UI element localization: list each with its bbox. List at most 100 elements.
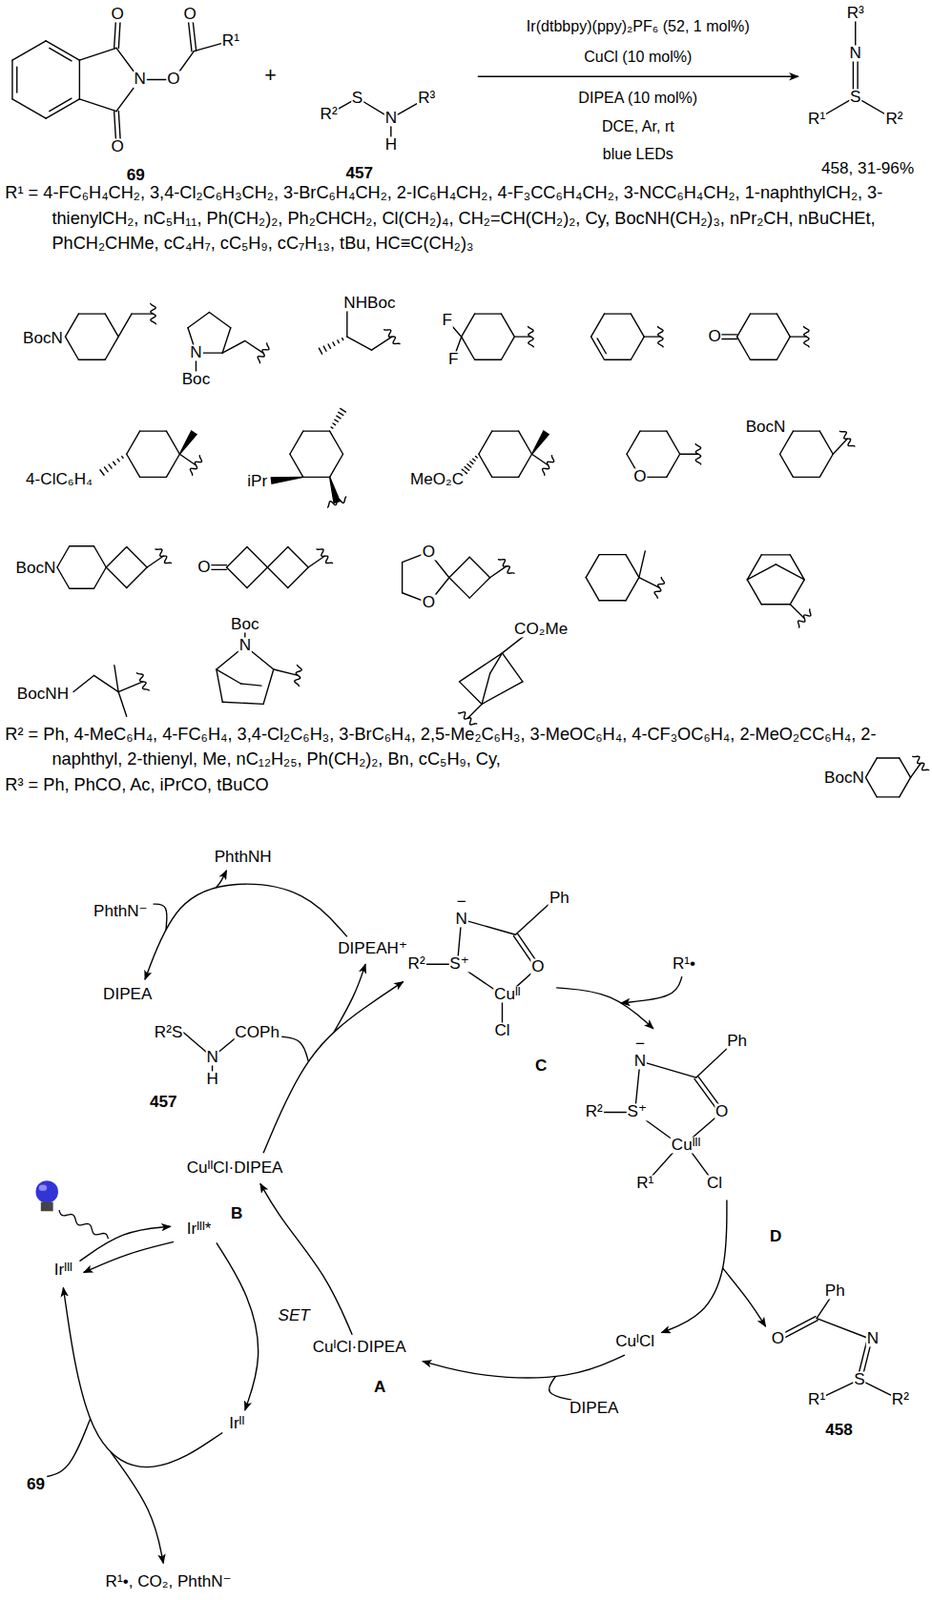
bond-line bbox=[118, 692, 127, 718]
bond-line bbox=[216, 669, 242, 684]
bond-line bbox=[792, 430, 820, 432]
bulb-highlight bbox=[39, 1184, 48, 1191]
atom-label: Boc bbox=[229, 616, 260, 633]
bond-line bbox=[640, 1061, 697, 1078]
bond-line bbox=[603, 312, 631, 314]
radical-label: R¹• bbox=[671, 956, 697, 974]
atom-label: N bbox=[866, 1330, 880, 1347]
bond-line bbox=[126, 547, 147, 568]
bond-line bbox=[126, 454, 141, 477]
condition-text: blue LEDs bbox=[601, 144, 675, 161]
bond-line bbox=[93, 567, 106, 589]
bond-line bbox=[73, 675, 94, 692]
bond-line bbox=[789, 604, 805, 620]
bond-line bbox=[318, 348, 322, 354]
step-label: SET bbox=[277, 1308, 311, 1326]
bond-line bbox=[118, 313, 132, 337]
compound-number: 69 bbox=[25, 1476, 46, 1493]
atom-label: R² bbox=[319, 105, 339, 123]
atom-label: Ph bbox=[725, 1033, 748, 1050]
bond-line bbox=[626, 431, 641, 455]
bond-line bbox=[64, 336, 79, 360]
reaction-arrow bbox=[422, 1355, 625, 1379]
atom-label: BocNH bbox=[16, 685, 70, 703]
bond-line bbox=[746, 579, 762, 605]
bond-line bbox=[323, 346, 327, 352]
bond-line bbox=[832, 438, 848, 455]
bond-line bbox=[401, 562, 403, 594]
wavy-bond bbox=[497, 559, 515, 575]
bond-line bbox=[603, 359, 631, 361]
bond-line bbox=[165, 431, 180, 455]
compound-number: 458 bbox=[824, 1423, 854, 1440]
bond-line bbox=[478, 454, 493, 477]
bond-line bbox=[819, 454, 833, 477]
bond-line bbox=[332, 342, 335, 347]
wavy-bond bbox=[804, 326, 810, 347]
wavy-bond bbox=[155, 549, 172, 564]
bond-line bbox=[93, 675, 119, 692]
condition-text: DIPEA (10 mol%) bbox=[577, 89, 699, 105]
bond-line bbox=[501, 653, 522, 683]
atom-label: R³ bbox=[416, 89, 436, 106]
bond-line bbox=[750, 359, 778, 361]
bond-line bbox=[336, 415, 341, 419]
wedge-bond bbox=[270, 476, 304, 484]
bond-line bbox=[122, 456, 124, 459]
bond-line bbox=[303, 476, 331, 478]
bond-line bbox=[696, 1045, 731, 1078]
substituent-list: R² = Ph, 4-MeC₆H₄, 4-FC₆H₄, 3,4-Cl₂C₆H₃,… bbox=[4, 722, 929, 773]
compound-number: B bbox=[229, 1206, 244, 1223]
bond-line bbox=[241, 683, 262, 686]
bond-line bbox=[288, 547, 309, 568]
bond-line bbox=[289, 431, 304, 455]
wedge-bond bbox=[532, 431, 550, 455]
bond-line bbox=[876, 796, 900, 798]
atom-label: Cl bbox=[705, 1176, 724, 1193]
species-label: CuᴵᴵCl·DIPEA bbox=[186, 1160, 285, 1178]
bond-line bbox=[737, 336, 751, 360]
reaction-arrow bbox=[556, 988, 654, 1030]
bond-line bbox=[789, 579, 805, 605]
bond-line bbox=[79, 60, 81, 100]
atom-label: R²S bbox=[153, 1024, 184, 1041]
bond-line bbox=[490, 566, 507, 579]
atom-label: R² bbox=[890, 1392, 911, 1409]
atom-label: O bbox=[632, 469, 647, 486]
bond-line bbox=[473, 458, 476, 461]
bond-line bbox=[330, 431, 344, 455]
reaction-arrow bbox=[260, 1183, 353, 1335]
bond-line bbox=[69, 545, 95, 547]
bond-line bbox=[104, 313, 119, 337]
atom-label: R¹ bbox=[807, 1392, 827, 1409]
bond-line bbox=[449, 557, 470, 578]
reaction-arrow bbox=[477, 76, 799, 78]
bond-line bbox=[126, 431, 141, 455]
bond-line bbox=[515, 902, 551, 935]
bond-line bbox=[819, 431, 833, 455]
bond-line bbox=[247, 567, 268, 588]
bond-line bbox=[640, 430, 667, 432]
atom-label: R² bbox=[584, 1104, 604, 1121]
bond-line bbox=[761, 603, 790, 605]
bond-line bbox=[776, 313, 790, 337]
bond-line bbox=[789, 335, 807, 337]
bond-line bbox=[518, 431, 533, 455]
charge-sign: − bbox=[634, 1035, 646, 1053]
bond-line bbox=[16, 66, 18, 93]
wavy-bond bbox=[137, 673, 150, 691]
bond-line bbox=[449, 578, 470, 599]
wavy-bond bbox=[528, 326, 535, 347]
bond-line bbox=[532, 454, 549, 466]
bond-line bbox=[476, 456, 478, 458]
reaction-arrow bbox=[46, 1419, 90, 1478]
bond-line bbox=[599, 600, 626, 601]
bond-line bbox=[464, 467, 470, 472]
bond-line bbox=[216, 669, 223, 703]
bond-line bbox=[585, 578, 600, 601]
bond-line bbox=[165, 454, 180, 477]
atom-label: R¹ bbox=[635, 1176, 655, 1193]
wavy-bond bbox=[328, 497, 347, 508]
atom-label: R² bbox=[407, 956, 427, 974]
bond-line bbox=[459, 653, 503, 683]
